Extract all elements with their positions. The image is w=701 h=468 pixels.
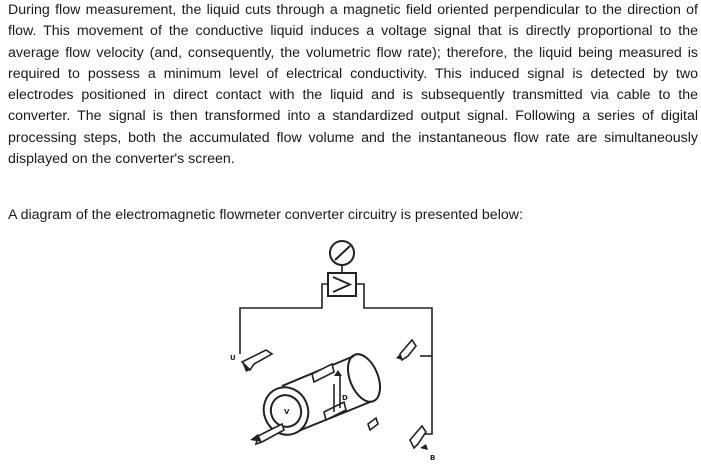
gauge-icon bbox=[329, 240, 355, 273]
flowmeter-diagram: U bbox=[224, 236, 456, 468]
lower-electrode bbox=[367, 416, 379, 432]
upper-right-arrow bbox=[396, 338, 417, 362]
label-v: V bbox=[284, 408, 290, 416]
flow-velocity-arrow: V bbox=[250, 408, 290, 446]
label-u: U bbox=[230, 354, 236, 362]
label-b: B bbox=[430, 454, 435, 462]
amplifier-icon bbox=[327, 272, 357, 297]
magnetic-coils bbox=[311, 362, 347, 422]
pipe-body bbox=[262, 353, 382, 436]
figure-caption: A diagram of the electromagnetic flowmet… bbox=[8, 207, 523, 223]
circuit-wiring bbox=[239, 283, 433, 435]
electrode-d: D bbox=[333, 370, 348, 412]
label-d: D bbox=[342, 394, 348, 402]
electrode-u-arrow: U bbox=[230, 349, 274, 372]
electrode-b-arrow: B bbox=[409, 424, 435, 462]
body-paragraph: During flow measurement, the liquid cuts… bbox=[8, 2, 698, 168]
